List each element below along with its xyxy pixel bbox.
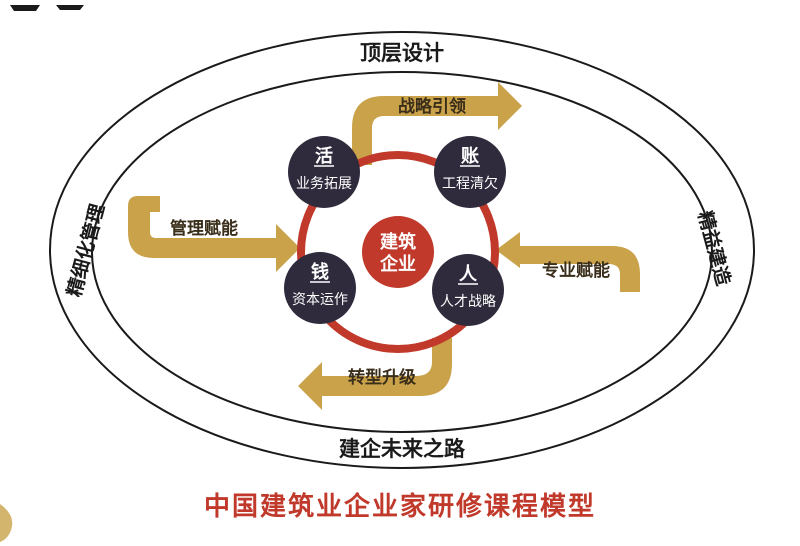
corner-decoration (0, 0, 90, 11)
arrow-strategy: 战略引领 (352, 82, 522, 165)
arrow-professional-label: 专业赋能 (542, 260, 610, 281)
inner-ellipse (91, 71, 713, 433)
footer-title: 中国建筑业企业家研修课程模型 (203, 492, 596, 522)
node-business: 活 业务拓展 (288, 136, 360, 208)
node-collection-glyph: 账 (461, 146, 479, 167)
left-layer-label: 精细化管理 (62, 201, 109, 299)
node-talent: 人 人才战略 (432, 254, 504, 326)
node-collection: 账 工程清欠 (434, 136, 506, 208)
arrow-transform-label: 转型升级 (348, 367, 416, 388)
node-business-glyph: 活 (315, 145, 333, 167)
core-ring (297, 151, 499, 353)
node-talent-glyph: 人 (459, 264, 478, 285)
arrow-strategy-label: 战略引领 (398, 96, 466, 117)
arrow-management-label: 管理赋能 (170, 218, 238, 239)
node-capital-glyph: 钱 (311, 261, 329, 283)
top-layer-label: 顶层设计 (360, 40, 444, 65)
center-circle (362, 216, 434, 288)
center-label-line2: 企业 (379, 253, 416, 275)
node-talent-label: 人才战略 (440, 294, 496, 310)
right-layer-label: 精益建造 (693, 209, 735, 289)
seal-decoration (0, 504, 16, 542)
arrow-professional: 专业赋能 (496, 232, 640, 292)
node-collection-label: 工程清欠 (442, 176, 498, 192)
node-capital: 钱 资本运作 (284, 252, 356, 324)
bottom-layer-label: 建企未来之路 (339, 436, 466, 461)
center-label-line1: 建筑 (380, 231, 416, 253)
arrow-management: 管理赋能 (128, 196, 300, 272)
node-business-label: 业务拓展 (296, 176, 352, 192)
arrow-transform: 转型升级 (298, 338, 452, 410)
outer-ellipse (49, 31, 755, 469)
node-capital-label: 资本运作 (292, 292, 348, 308)
